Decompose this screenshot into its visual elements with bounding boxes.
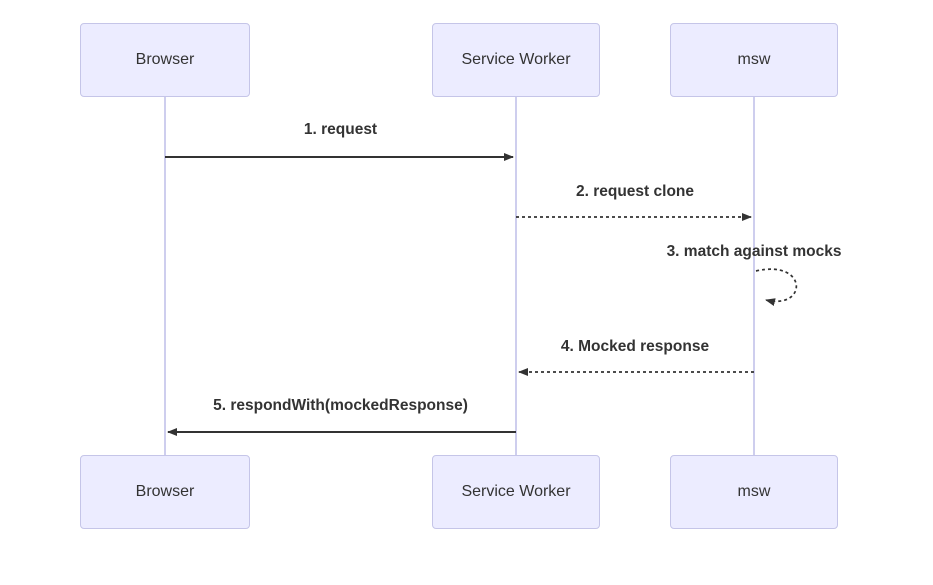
actor-bottom-browser: Browser xyxy=(80,455,250,529)
actor-label: msw xyxy=(737,51,771,68)
message-4-label: 4. Mocked response xyxy=(560,338,710,355)
actor-label: msw xyxy=(737,483,771,500)
message-5-label: 5. respondWith(mockedResponse) xyxy=(213,397,468,414)
actor-top-msw: msw xyxy=(670,23,838,97)
message-3-label: 3. match against mocks xyxy=(666,243,842,260)
actor-bottom-msw: msw xyxy=(670,455,838,529)
actor-label: Service Worker xyxy=(461,51,571,68)
message-1-label: 1. request xyxy=(303,121,378,138)
actor-label: Browser xyxy=(135,51,195,68)
message-3-self-loop-arrow xyxy=(755,268,798,306)
actor-top-service-worker: Service Worker xyxy=(432,23,600,97)
message-2-label: 2. request clone xyxy=(575,183,694,200)
actor-top-browser: Browser xyxy=(80,23,250,97)
actor-label: Browser xyxy=(135,483,195,500)
actor-bottom-service-worker: Service Worker xyxy=(432,455,600,529)
actor-label: Service Worker xyxy=(461,483,571,500)
